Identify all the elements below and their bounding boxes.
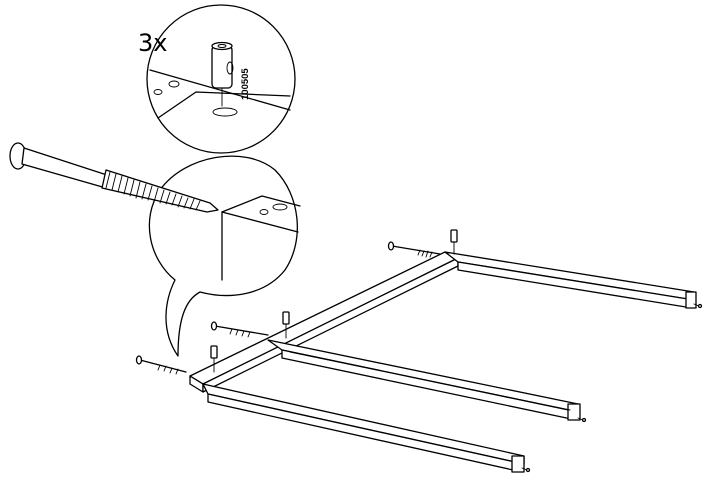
frame-bolt-1 [387, 241, 441, 258]
frame-nut-2 [282, 311, 290, 339]
frame-bolt-2 [210, 321, 269, 338]
quantity-label: 3x [138, 29, 167, 57]
rail-end-pins [521, 303, 703, 473]
long-bolt-icon [9, 142, 219, 213]
frame-nut-3 [210, 345, 218, 373]
frame-nut-1 [450, 229, 458, 255]
frame-bolt-3 [135, 355, 187, 375]
barrel-nut-icon [211, 41, 234, 107]
frame-assembly [189, 251, 697, 473]
part-number-label: 100505 [240, 68, 251, 100]
barrel-nut-detail-circle: 3x 100505 [138, 4, 296, 154]
bolt-detail-circle [148, 155, 301, 357]
